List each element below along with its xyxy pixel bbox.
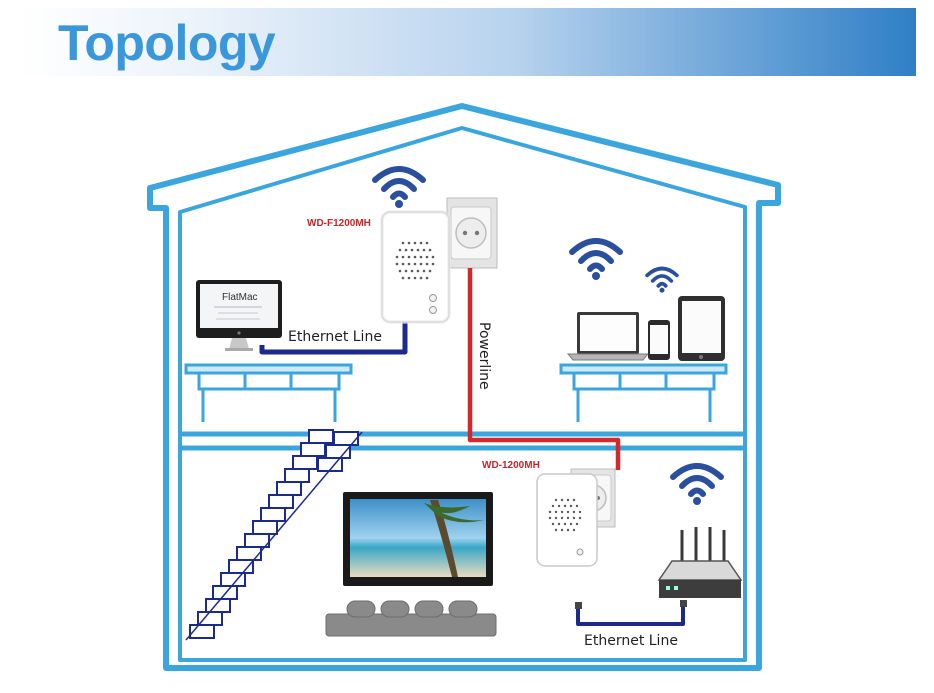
monitor-brand: FlatMac: [222, 292, 258, 303]
wifi-icon-phone: [645, 266, 679, 295]
powerline-adapter-upper: [380, 210, 451, 324]
smartphone: [648, 320, 670, 360]
wifi-icon-laptop: [572, 241, 620, 280]
desk-left: [184, 363, 353, 422]
ethernet-label-upper: Ethernet Line: [288, 329, 382, 345]
wifi-icon-upper-adapter: [375, 169, 423, 208]
wall-socket-upper: [446, 197, 498, 269]
tablet: [678, 296, 725, 361]
ethernet-cable-upper: [259, 322, 408, 355]
ethernet-label-lower: Ethernet Line: [584, 633, 678, 649]
desktop-computer: FlatMac: [196, 280, 282, 351]
ethernet-cable-lower: [576, 604, 685, 626]
television: [343, 492, 493, 586]
desk-right: [559, 363, 728, 422]
powerline-label: Powerline: [476, 322, 492, 390]
powerline-adapter-lower: [536, 473, 598, 567]
router: [657, 527, 743, 598]
ethernet-plug-left: [575, 602, 582, 609]
staircase: [185, 429, 363, 641]
laptop: [566, 312, 650, 361]
powerline-cable: [467, 268, 621, 470]
house-outline: [147, 103, 781, 671]
sofa: [325, 600, 497, 637]
adapter-label-upper: WD-F1200MH: [307, 218, 371, 229]
title-banner: Topology: [20, 8, 916, 76]
adapter-label-lower: WD-1200MH: [482, 460, 540, 471]
page-title: Topology: [58, 15, 276, 71]
wifi-icon-router: [673, 466, 721, 505]
ethernet-plug-right: [680, 600, 687, 607]
